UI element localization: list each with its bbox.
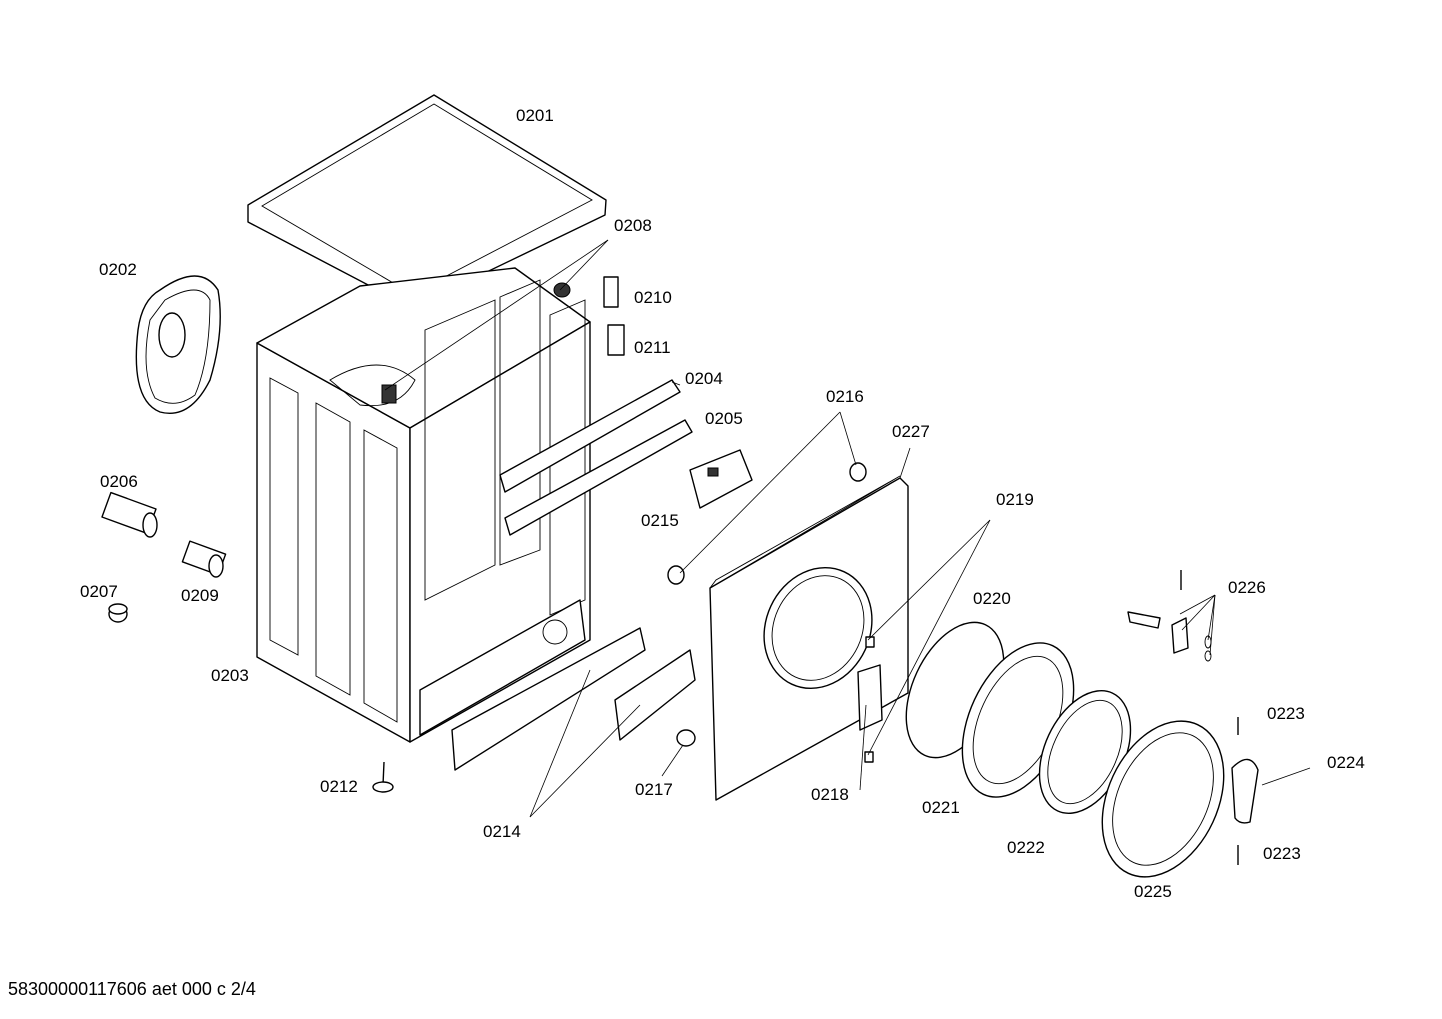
hinge-part: [857, 636, 883, 763]
label-0215: 0215: [641, 511, 679, 530]
label-0212: 0212: [320, 777, 358, 796]
leader-lines: [384, 239, 1311, 818]
document-footer: 58300000117606 aet 000 c 2/4: [8, 979, 256, 999]
label-0203: 0203: [211, 666, 249, 685]
label-0204: 0204: [685, 369, 723, 388]
label-0205: 0205: [705, 409, 743, 428]
door-ring-parts: [905, 621, 1225, 878]
label-0225: 0225: [1134, 882, 1172, 901]
rear-panel-part: [135, 275, 221, 414]
label-0226: 0226: [1228, 578, 1266, 597]
plinth-cover-part: [451, 627, 696, 771]
cross-brace-part: [499, 379, 693, 536]
label-0209: 0209: [181, 586, 219, 605]
top-cover-part: [247, 94, 607, 309]
label-0202: 0202: [99, 260, 137, 279]
foot-part: [108, 603, 128, 623]
label-0211: 0211: [634, 338, 671, 357]
label-0207: 0207: [80, 582, 118, 601]
label-0219: 0219: [996, 490, 1034, 509]
label-0221: 0221: [922, 798, 960, 817]
label-0222: 0222: [1007, 838, 1045, 857]
label-0220: 0220: [973, 589, 1011, 608]
label-0214: 0214: [483, 822, 521, 841]
label-0224: 0224: [1327, 753, 1365, 772]
label-0223-upper: 0223: [1267, 704, 1305, 723]
pump-parts: [101, 491, 227, 578]
foot-screw-part: [372, 761, 394, 793]
label-0223-lower: 0223: [1263, 844, 1301, 863]
label-0218: 0218: [811, 785, 849, 804]
label-0208: 0208: [614, 216, 652, 235]
door-lock-part: [689, 449, 753, 509]
label-0217: 0217: [635, 780, 673, 799]
fitting-parts: [667, 462, 867, 747]
label-0206: 0206: [100, 472, 138, 491]
label-0210: 0210: [634, 288, 672, 307]
label-0201: 0201: [516, 106, 554, 125]
front-panel-part: [709, 475, 909, 801]
door-handle-parts: [1127, 570, 1259, 865]
part-labels: 0201 0202 0203 0204 0205 0206 0207 0208 …: [80, 106, 1365, 901]
label-0216: 0216: [826, 387, 864, 406]
label-0227: 0227: [892, 422, 930, 441]
